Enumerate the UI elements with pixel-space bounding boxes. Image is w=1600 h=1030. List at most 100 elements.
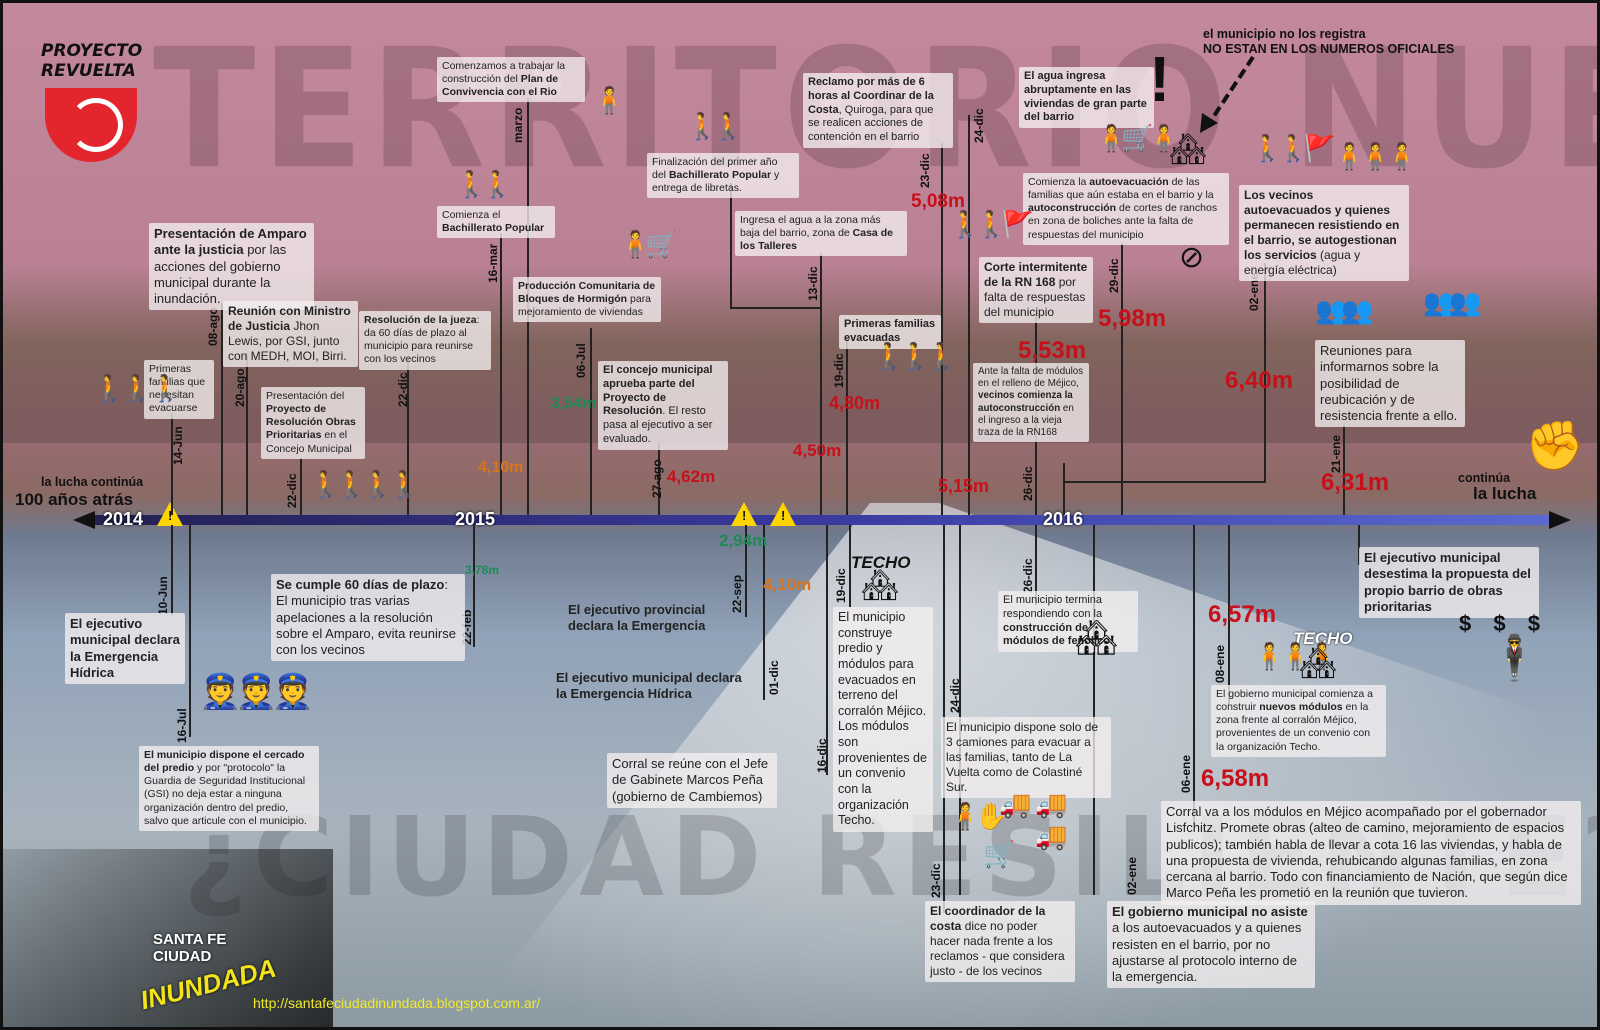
event-text-bold: autoevacuación [1089, 176, 1169, 188]
event-text-bold: Corte intermitente de la RN 168 [984, 260, 1088, 289]
axis-left-label-2: 100 años atrás [15, 490, 134, 509]
date-label: 22-dic [396, 372, 410, 407]
protest-flag-icon: 🚶🚶🚩 [949, 209, 1034, 239]
event-autogestion: Los vecinos autoevacuados y quienes perm… [1239, 185, 1409, 281]
money-icon: $ $ $ [1459, 611, 1548, 636]
date-label: 16-Jul [175, 708, 189, 743]
event-text-bold: Proyecto de Resolución Obras Prioritaria… [266, 403, 356, 442]
connector [1035, 525, 1037, 605]
event-text-bold: construcción de módulos de fenólico. [1003, 621, 1114, 648]
level-label: 5,08m [911, 191, 965, 212]
event-text: El ejecutivo provincial declara la Emerg… [568, 602, 706, 634]
houses-icon: 🏘 [861, 569, 900, 602]
event-emergencia-municipal: El ejecutivo municipal declara la Emerge… [551, 667, 761, 706]
connector [500, 233, 502, 515]
protest-crowd-icon: 👥👥 [1423, 287, 1482, 317]
event-text: (agua y energía eléctrica) [1244, 248, 1361, 277]
event-text: : El municipio tras varias apelaciones a… [276, 577, 456, 657]
houses-icon: 🏘 [1169, 133, 1208, 166]
axis-right-label-1: continúa [1458, 471, 1511, 485]
event-primeras-familias: Primeras familias que necesitan evacuars… [144, 360, 214, 419]
event-text: , Quiroga, para que se realicen acciones… [808, 103, 934, 144]
event-primeras-evacuadas: Primeras familias evacuadas [839, 315, 941, 349]
logo-line2: REVUELTA [41, 61, 136, 81]
event-ingresa-agua: Ingresa el agua a la zona más baja del b… [735, 211, 907, 257]
connector [658, 443, 660, 515]
event-text: El ejecutivo municipal desestima la prop… [1364, 550, 1531, 614]
date-label: 02-ene [1125, 856, 1139, 895]
event-text-bold: Producción Comunitaria de Bloques de Hor… [518, 280, 656, 306]
wheelbarrow-icon: 🛒 [983, 839, 1016, 869]
date-label: 29-dic [1107, 258, 1121, 293]
date-label: 06-ene [1179, 754, 1193, 793]
event-text: a los autoevacuados y a quienes resisten… [1112, 920, 1302, 984]
students-icon: 🚶🚶 [686, 111, 745, 141]
date-label: 16-dic [815, 738, 829, 773]
axis-right-label-2: la lucha [1473, 484, 1537, 503]
event-text: Reuniones para informarnos sobre la posi… [1320, 343, 1458, 423]
connector [941, 143, 943, 515]
connector [1063, 481, 1265, 483]
event-text: en la zona frente al corralón Méjico, pr… [1216, 701, 1371, 753]
event-corral-lisfchitz: Corral va a los módulos en Méjico acompa… [1161, 801, 1581, 905]
date-label: 21-ene [1329, 434, 1343, 473]
connector [763, 525, 765, 700]
event-text: Primeras familias que necesitan evacuars… [149, 363, 206, 415]
connector [1063, 463, 1065, 515]
warning-icon: ! [157, 502, 183, 526]
connector [1358, 525, 1360, 565]
evacuation-hand-icon: 🧍✋ [949, 801, 1008, 831]
event-text-bold: Se cumple 60 días de plazo [276, 577, 445, 592]
event-text: y entrega de libretas. [652, 169, 780, 195]
event-text-bold: Reclamo por más de 6 horas al Coordinar … [808, 76, 934, 116]
event-text-bold: Los vecinos autoevacuados y quienes perm… [1244, 188, 1400, 262]
event-nuevos-modulos: El gobierno municipal comienza a constru… [1211, 685, 1386, 757]
event-text: El ejecutivo municipal declara la Emerge… [556, 670, 742, 702]
students-icon: 🚶🚶 [455, 169, 514, 199]
level-label: 5,98m [1098, 305, 1167, 332]
event-text: para mejoramiento de viviendas [518, 293, 652, 319]
date-label: 06-Jul [574, 343, 588, 378]
event-text: Comenzamos a trabajar la construcción de… [442, 60, 566, 86]
event-text: Ante la falta de módulos en el relleno d… [978, 366, 1084, 390]
event-no-asiste: El gobierno municipal no asiste a los au… [1107, 901, 1315, 989]
axis-arrow-right-icon [1549, 511, 1571, 529]
event-corral-pena: Corral se reúne con el Jefe de Gabinete … [607, 753, 777, 808]
event-text: Presentación del [266, 390, 345, 402]
logo-line1: PROYECTO [41, 41, 143, 61]
connector [1264, 263, 1266, 483]
event-text-bold: El concejo municipal aprueba parte del P… [603, 364, 713, 418]
planning-icon: 🧍 [593, 85, 626, 115]
connector [745, 525, 747, 617]
event-autoevacuacion: Comienza la autoevacuación de las famili… [1023, 173, 1229, 245]
event-text: Corral se reúne con el Jefe de Gabinete … [612, 756, 769, 804]
connector [1093, 525, 1095, 895]
event-text: y por "protocolo" la Guardia de Segurida… [144, 762, 307, 827]
officials-icon: 🧍🧍🧍 [1253, 641, 1338, 671]
raised-fist-icon: ✊ [1525, 420, 1585, 473]
event-text: de las familias que aún estaba en el bar… [1028, 176, 1214, 202]
wheelbarrow-workers-icon: 🧍🛒🧍 [1095, 123, 1180, 153]
evacuating-families-icon: 🚶🚶🚶 [873, 341, 958, 371]
date-label: 22-dic [285, 473, 299, 508]
event-plazo-60-dias: Se cumple 60 días de plazo: El municipio… [271, 574, 465, 662]
year-2015: 2015 [455, 509, 496, 529]
level-label: 4,80m [829, 393, 881, 413]
warning-icon: ! [731, 502, 757, 526]
event-text: por las acciones del gobierno municipal … [154, 242, 287, 306]
connector [300, 458, 302, 515]
event-text-bold: nuevos módulos [1259, 701, 1343, 714]
techo-logo: TECHO [851, 553, 911, 572]
event-corte-rn168: Corte intermitente de la RN 168 por falt… [979, 257, 1093, 323]
connector [171, 413, 173, 515]
date-label: 13-dic [806, 266, 820, 301]
crowd-icon: 👥👥 [1315, 295, 1374, 325]
event-reunion-ministro: Reunión con Ministro de Justicia Jhon Le… [223, 301, 358, 367]
date-label: 01-dic [767, 660, 781, 695]
event-text-bold: El agua ingresa abruptamente en las vivi… [1024, 70, 1147, 124]
date-label: 16-mar [486, 243, 500, 283]
footer-url-link[interactable]: http://santafeciudadinundada.blogspot.co… [253, 995, 541, 1011]
event-text: : da 60 días de plazo al municipio para … [364, 314, 480, 366]
event-text-bold: El coordinador de la costa [930, 904, 1046, 933]
